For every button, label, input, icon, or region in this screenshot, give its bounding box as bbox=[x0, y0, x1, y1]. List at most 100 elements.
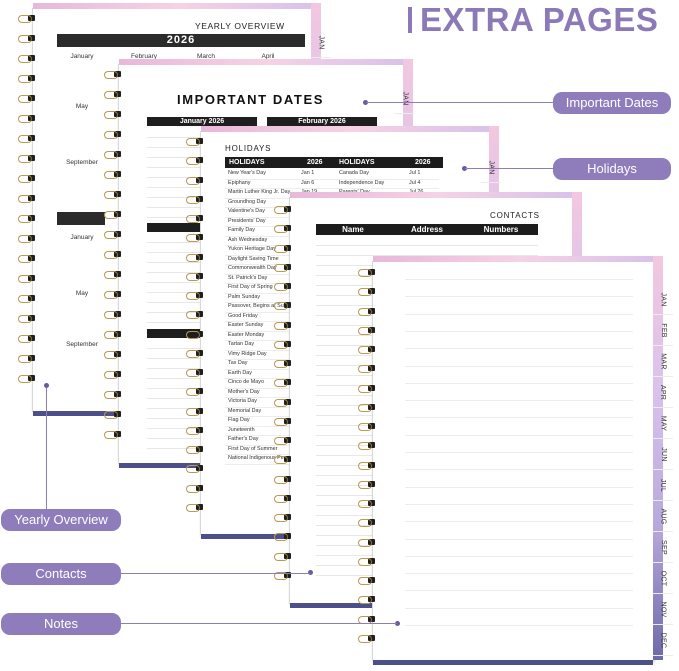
coil-wire bbox=[186, 446, 200, 454]
page-edge-top bbox=[201, 126, 499, 132]
tab-label: FEB bbox=[659, 322, 667, 338]
spiral-coil bbox=[274, 552, 291, 561]
spiral-coil bbox=[186, 464, 203, 474]
spiral-coil bbox=[274, 321, 291, 330]
tab-jan[interactable]: JAN bbox=[653, 284, 673, 315]
coil-wire bbox=[274, 571, 288, 580]
right-entry: Canada Day bbox=[339, 170, 369, 176]
spiral-coil bbox=[274, 398, 291, 407]
coil-wire bbox=[186, 311, 200, 320]
tab-jan[interactable]: JAN bbox=[481, 152, 501, 183]
spiral-coil bbox=[274, 282, 291, 291]
tab-mar[interactable]: MAR bbox=[653, 346, 673, 377]
spiral-coil bbox=[18, 94, 35, 103]
note-line bbox=[405, 279, 633, 280]
holiday-name: Mother's Day bbox=[228, 388, 260, 395]
spiral-coil bbox=[358, 538, 375, 547]
spiral-coil bbox=[18, 294, 35, 303]
mini-calendar-cell bbox=[95, 169, 101, 173]
spiral-coil bbox=[18, 134, 35, 143]
mini-calendar-cell bbox=[95, 254, 101, 258]
spiral-coil bbox=[18, 314, 35, 323]
tab-oct[interactable]: OCT bbox=[653, 563, 673, 594]
coil-wire bbox=[186, 253, 200, 262]
mini-calendar-cell bbox=[95, 179, 101, 183]
note-line bbox=[405, 555, 633, 557]
mini-calendar-cell bbox=[95, 113, 101, 117]
coil-wire bbox=[274, 552, 288, 561]
coil-wire bbox=[358, 346, 372, 354]
mini-calendar-cell bbox=[95, 249, 101, 253]
tab-nov[interactable]: NOV bbox=[653, 594, 673, 625]
mini-calendar-cell bbox=[95, 78, 101, 82]
coil-wire bbox=[186, 215, 200, 223]
spiral-coil bbox=[358, 595, 375, 605]
coil-wire bbox=[104, 111, 118, 119]
tab-jan[interactable]: JAN bbox=[311, 27, 331, 58]
note-line bbox=[405, 590, 633, 592]
page-edge-top bbox=[33, 3, 321, 9]
note-line bbox=[405, 417, 633, 419]
tab-may[interactable]: MAY bbox=[653, 408, 673, 439]
spiral-coil bbox=[358, 403, 375, 412]
holiday-name: Cinco de Mayo bbox=[228, 379, 264, 385]
tab-apr[interactable]: APR bbox=[653, 377, 673, 408]
spiral-coil bbox=[358, 518, 375, 528]
important-dates-title: IMPORTANT DATES bbox=[177, 92, 325, 107]
tab-label: OCT bbox=[659, 570, 667, 586]
coil-wire bbox=[104, 91, 118, 99]
coil-wire bbox=[18, 155, 32, 163]
tab-dec[interactable]: DEC bbox=[653, 625, 673, 656]
note-line bbox=[405, 486, 633, 488]
coil-wire bbox=[186, 234, 200, 243]
coil-wire bbox=[186, 176, 200, 185]
coil-wire bbox=[186, 484, 200, 493]
note-line bbox=[405, 382, 633, 384]
coil-wire bbox=[358, 519, 372, 528]
tab-jul[interactable]: JUL bbox=[653, 470, 673, 501]
tab-jan[interactable]: JAN bbox=[395, 83, 415, 114]
spiral-coil bbox=[104, 90, 121, 99]
mini-calendar-cell bbox=[95, 320, 101, 324]
holiday-name: Valentine's Day bbox=[228, 208, 265, 214]
spiral-coil bbox=[104, 190, 121, 199]
holiday-name: Passover, Begins at Sunset bbox=[228, 303, 294, 309]
holidays-year: 2026 bbox=[307, 159, 323, 166]
spiral-coil bbox=[18, 54, 35, 63]
note-line bbox=[405, 365, 633, 367]
tab-label: JAN bbox=[659, 291, 667, 307]
spiral-binding bbox=[358, 268, 375, 653]
spiral-coil bbox=[186, 176, 203, 185]
spiral-coil bbox=[18, 374, 35, 383]
month-label: May bbox=[75, 290, 89, 297]
spiral-binding bbox=[274, 205, 291, 590]
note-line bbox=[405, 607, 633, 609]
spiral-coil bbox=[104, 390, 121, 399]
spiral-coil bbox=[104, 170, 121, 179]
tab-jun[interactable]: JUN bbox=[653, 439, 673, 470]
right-entry: Independence Day bbox=[339, 180, 384, 186]
coil-wire bbox=[274, 398, 288, 407]
coil-wire bbox=[358, 307, 372, 316]
tab-sep[interactable]: SEP bbox=[653, 532, 673, 563]
coil-wire bbox=[358, 365, 372, 374]
tab-feb[interactable]: FEB bbox=[653, 315, 673, 346]
holiday-name: Good Friday bbox=[228, 312, 258, 319]
mini-calendar-cell bbox=[95, 194, 101, 198]
callout-notes: Notes bbox=[1, 613, 121, 635]
mini-calendar-cell bbox=[95, 300, 101, 304]
spiral-coil bbox=[18, 274, 35, 283]
coil-wire bbox=[186, 426, 200, 435]
month-label: May bbox=[75, 103, 89, 110]
spiral-coil bbox=[104, 290, 121, 299]
tab-label: DEC bbox=[659, 632, 667, 648]
spiral-coil bbox=[358, 634, 375, 643]
month-label: September bbox=[66, 341, 98, 348]
coil-wire bbox=[186, 330, 200, 339]
tab-label: MAY bbox=[659, 415, 667, 431]
spiral-coil bbox=[274, 475, 291, 484]
yearly-overview-year: 2026 bbox=[57, 34, 305, 47]
coil-wire bbox=[274, 283, 288, 291]
tab-aug[interactable]: AUG bbox=[653, 501, 673, 532]
spiral-coil bbox=[358, 461, 375, 470]
